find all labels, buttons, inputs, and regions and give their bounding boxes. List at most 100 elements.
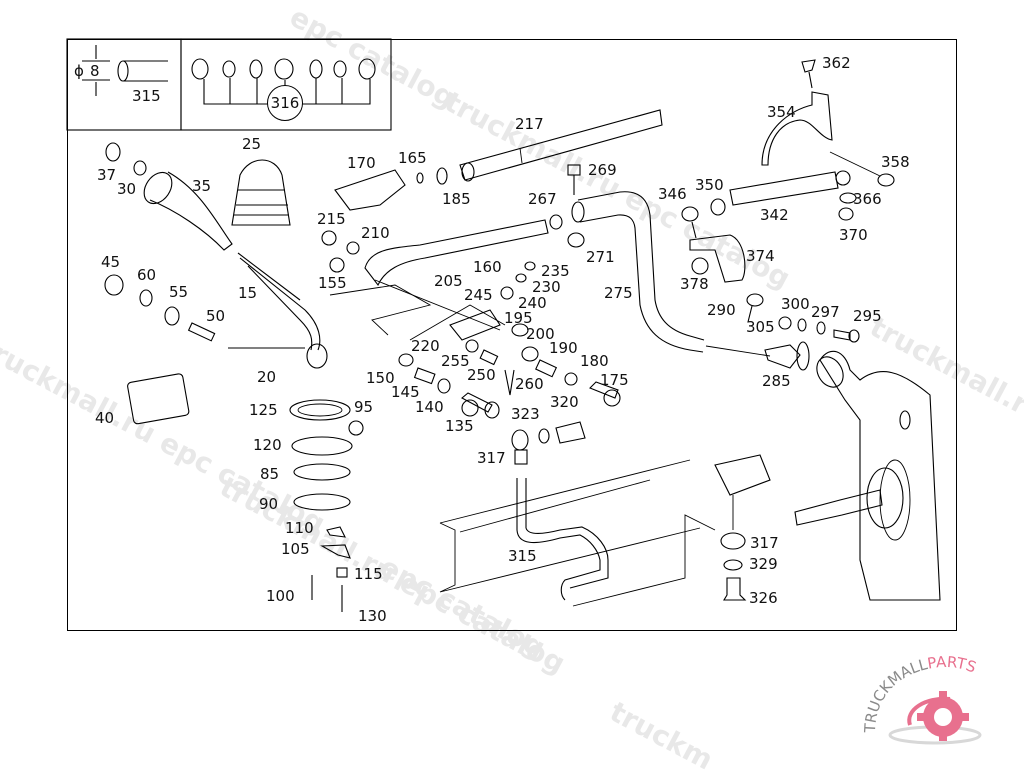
part-label-285[interactable]: 285 <box>762 372 791 390</box>
part-label-130[interactable]: 130 <box>358 607 387 625</box>
diagram-line-art <box>66 38 941 612</box>
part-label-329[interactable]: 329 <box>749 555 778 573</box>
part-label-160[interactable]: 160 <box>473 258 502 276</box>
linkage-mid-drawing <box>398 261 619 419</box>
guide-line <box>409 304 506 341</box>
part-label-140[interactable]: 140 <box>415 398 444 416</box>
part-label-40[interactable]: 40 <box>95 409 115 427</box>
part-label-175[interactable]: 175 <box>600 371 629 389</box>
base-rings-drawing <box>289 399 364 612</box>
part-label-30[interactable]: 30 <box>117 180 137 198</box>
inset-fittings-box <box>180 38 392 131</box>
part-label-210[interactable]: 210 <box>361 224 390 242</box>
part-label-35[interactable]: 35 <box>192 177 212 195</box>
part-label-37[interactable]: 37 <box>97 166 117 184</box>
gear-logo-icon: TRUCKMALLPARTS <box>861 653 982 745</box>
tube-275-drawing <box>549 164 771 357</box>
part-label-120[interactable]: 120 <box>253 436 282 454</box>
part-label-240[interactable]: 240 <box>518 294 547 312</box>
shift-lever-drawing <box>105 142 328 369</box>
part-label-150[interactable]: 150 <box>366 369 395 387</box>
part-label-20[interactable]: 20 <box>257 368 277 386</box>
part-label-358[interactable]: 358 <box>881 153 910 171</box>
part-label-362[interactable]: 362 <box>822 54 851 72</box>
inset-part-label-315[interactable]: 315 <box>132 87 161 105</box>
pin-50-drawing <box>187 322 216 342</box>
bush-45-drawing <box>104 274 124 296</box>
part-label-346[interactable]: 346 <box>658 185 687 203</box>
part-label-374[interactable]: 374 <box>746 247 775 265</box>
part-label-269[interactable]: 269 <box>588 161 617 179</box>
part-label-45[interactable]: 45 <box>101 253 121 271</box>
part-label-85[interactable]: 85 <box>260 465 280 483</box>
part-label-220[interactable]: 220 <box>411 337 440 355</box>
callout-316[interactable]: 316 <box>267 85 303 121</box>
part-label-245[interactable]: 245 <box>464 286 493 304</box>
part-label-250[interactable]: 250 <box>467 366 496 384</box>
part-label-297[interactable]: 297 <box>811 303 840 321</box>
part-label-350[interactable]: 350 <box>695 176 724 194</box>
part-label-200[interactable]: 200 <box>526 325 555 343</box>
clip-60-drawing <box>139 289 153 307</box>
part-label-217[interactable]: 217 <box>515 115 544 133</box>
part-label-135[interactable]: 135 <box>445 417 474 435</box>
part-label-100[interactable]: 100 <box>266 587 295 605</box>
part-label-271[interactable]: 271 <box>586 248 615 266</box>
part-label-95[interactable]: 95 <box>354 398 374 416</box>
part-label-205[interactable]: 205 <box>434 272 463 290</box>
bolts-drawing <box>461 293 860 417</box>
part-label-295[interactable]: 295 <box>853 307 882 325</box>
part-label-305[interactable]: 305 <box>746 318 775 336</box>
fittings-316-inset <box>191 58 376 105</box>
part-label-354[interactable]: 354 <box>767 103 796 121</box>
part-label-235[interactable]: 235 <box>541 262 570 280</box>
shift-pattern-plate-40-drawing <box>127 373 190 425</box>
part-label-145[interactable]: 145 <box>391 383 420 401</box>
part-label-320[interactable]: 320 <box>550 393 579 411</box>
part-label-275[interactable]: 275 <box>604 284 633 302</box>
linkage-right-drawing <box>681 59 895 283</box>
part-label-366[interactable]: 366 <box>853 190 882 208</box>
part-label-255[interactable]: 255 <box>441 352 470 370</box>
part-label-267[interactable]: 267 <box>528 190 557 208</box>
tube-315-drawing <box>439 421 771 607</box>
part-label-155[interactable]: 155 <box>318 274 347 292</box>
part-label-185[interactable]: 185 <box>442 190 471 208</box>
part-label-300[interactable]: 300 <box>781 295 810 313</box>
part-label-326[interactable]: 326 <box>749 589 778 607</box>
part-label-90[interactable]: 90 <box>259 495 279 513</box>
part-label-315[interactable]: 315 <box>508 547 537 565</box>
part-label-170[interactable]: 170 <box>347 154 376 172</box>
part-label-317-lower[interactable]: 317 <box>750 534 779 552</box>
part-label-25[interactable]: 25 <box>242 135 262 153</box>
part-label-60[interactable]: 60 <box>137 266 157 284</box>
bush-55-drawing <box>164 306 180 326</box>
part-label-323[interactable]: 323 <box>511 405 540 423</box>
part-label-125[interactable]: 125 <box>249 401 278 419</box>
truckmall-parts-logo[interactable]: TRUCKMALLPARTS <box>855 653 1024 750</box>
part-label-317-upper[interactable]: 317 <box>477 449 506 467</box>
boot-25-drawing <box>231 159 291 226</box>
part-label-195[interactable]: 195 <box>504 309 533 327</box>
part-label-370[interactable]: 370 <box>839 226 868 244</box>
part-label-165[interactable]: 165 <box>398 149 427 167</box>
part-label-105[interactable]: 105 <box>281 540 310 558</box>
linkage-upper-drawing <box>321 109 663 287</box>
dimension-value: 8 <box>90 62 100 80</box>
dimension-symbol: ϕ <box>74 62 84 80</box>
inset-tube-box <box>66 38 182 131</box>
part-label-230[interactable]: 230 <box>532 278 561 296</box>
part-label-15[interactable]: 15 <box>238 284 258 302</box>
part-label-55[interactable]: 55 <box>169 283 189 301</box>
part-label-290[interactable]: 290 <box>707 301 736 319</box>
part-label-180[interactable]: 180 <box>580 352 609 370</box>
part-label-115[interactable]: 115 <box>354 565 383 583</box>
part-label-215[interactable]: 215 <box>317 210 346 228</box>
part-label-378[interactable]: 378 <box>680 275 709 293</box>
part-label-50[interactable]: 50 <box>206 307 226 325</box>
part-label-190[interactable]: 190 <box>549 339 578 357</box>
part-label-260[interactable]: 260 <box>515 375 544 393</box>
part-label-110[interactable]: 110 <box>285 519 314 537</box>
part-label-342[interactable]: 342 <box>760 206 789 224</box>
